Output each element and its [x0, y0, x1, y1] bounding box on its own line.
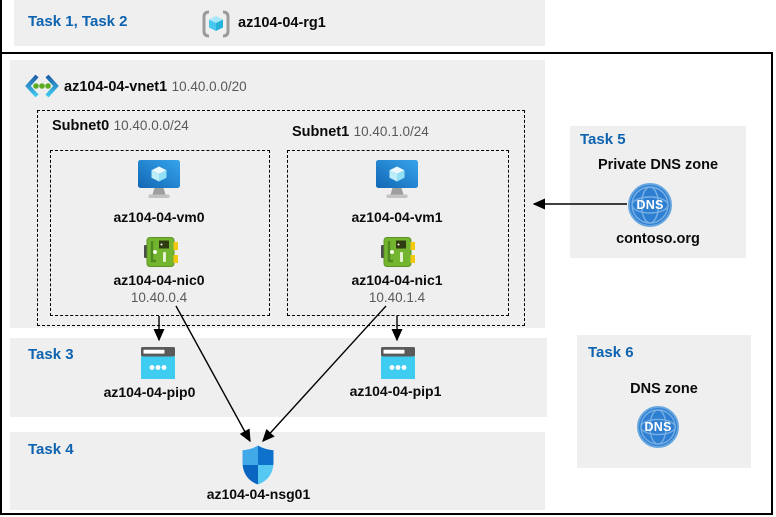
pip1-name: az104-04-pip1 [349, 383, 442, 399]
task1-2-band [14, 0, 545, 46]
nic1-ip: 10.40.1.4 [368, 290, 426, 305]
pip0-name: az104-04-pip0 [103, 384, 196, 400]
resource-group-icon [200, 9, 232, 44]
subnet1-cidr: 10.40.1.0/24 [353, 124, 429, 139]
nic1-icon [381, 236, 415, 273]
vm0-name: az104-04-vm0 [113, 209, 205, 225]
resource-group-box [0, 52, 773, 515]
nsg-name: az104-04-nsg01 [206, 486, 311, 502]
private-dns-zone-title: Private DNS zone [597, 157, 719, 173]
dns-badge-text: DNS [636, 198, 664, 212]
subnet0-name: Subnet0 [52, 118, 110, 134]
nic0-ip: 10.40.0.4 [130, 290, 188, 305]
task3-band [10, 338, 547, 417]
subnet0-cidr: 10.40.0.0/24 [113, 118, 189, 133]
vnet-header: az104-04-vnet1 10.40.0.0/20 [64, 78, 247, 96]
left-border [0, 0, 2, 52]
private-dns-zone-icon: DNS [628, 183, 672, 227]
vm0-icon [137, 160, 181, 206]
virtual-network-icon [24, 73, 60, 104]
dns-zone-title: DNS zone [630, 381, 698, 397]
vnet-region [10, 60, 545, 328]
subnet0-box [50, 150, 270, 316]
subnet1-name: Subnet1 [292, 124, 350, 140]
nic0-name: az104-04-nic0 [113, 272, 205, 288]
vm1-icon [375, 160, 419, 206]
nic1-name: az104-04-nic1 [351, 272, 443, 288]
private-dns-zone-name: contoso.org [616, 231, 700, 247]
dns-badge-text: DNS [644, 420, 672, 434]
pip0-icon [141, 347, 175, 384]
task3-label: Task 3 [28, 346, 74, 363]
task6-label: Task 6 [588, 344, 634, 361]
vnet-name: az104-04-vnet1 [64, 79, 168, 95]
pip1-icon [381, 347, 415, 384]
subnet1-header: Subnet1 10.40.1.0/24 [292, 123, 429, 141]
task4-label: Task 4 [28, 441, 74, 458]
nsg-shield-icon [241, 445, 275, 490]
vm1-name: az104-04-vm1 [351, 209, 443, 225]
task1-2-label: Task 1, Task 2 [28, 13, 128, 30]
task4-band [10, 432, 545, 510]
task5-label: Task 5 [580, 131, 626, 148]
vnet-cidr: 10.40.0.0/20 [171, 79, 247, 94]
subnet0-header: Subnet0 10.40.0.0/24 [52, 117, 189, 135]
dns-zone-icon: DNS [637, 406, 679, 448]
nic0-icon [144, 236, 178, 273]
resource-group-name: az104-04-rg1 [238, 15, 326, 31]
subnet1-box [287, 150, 509, 316]
